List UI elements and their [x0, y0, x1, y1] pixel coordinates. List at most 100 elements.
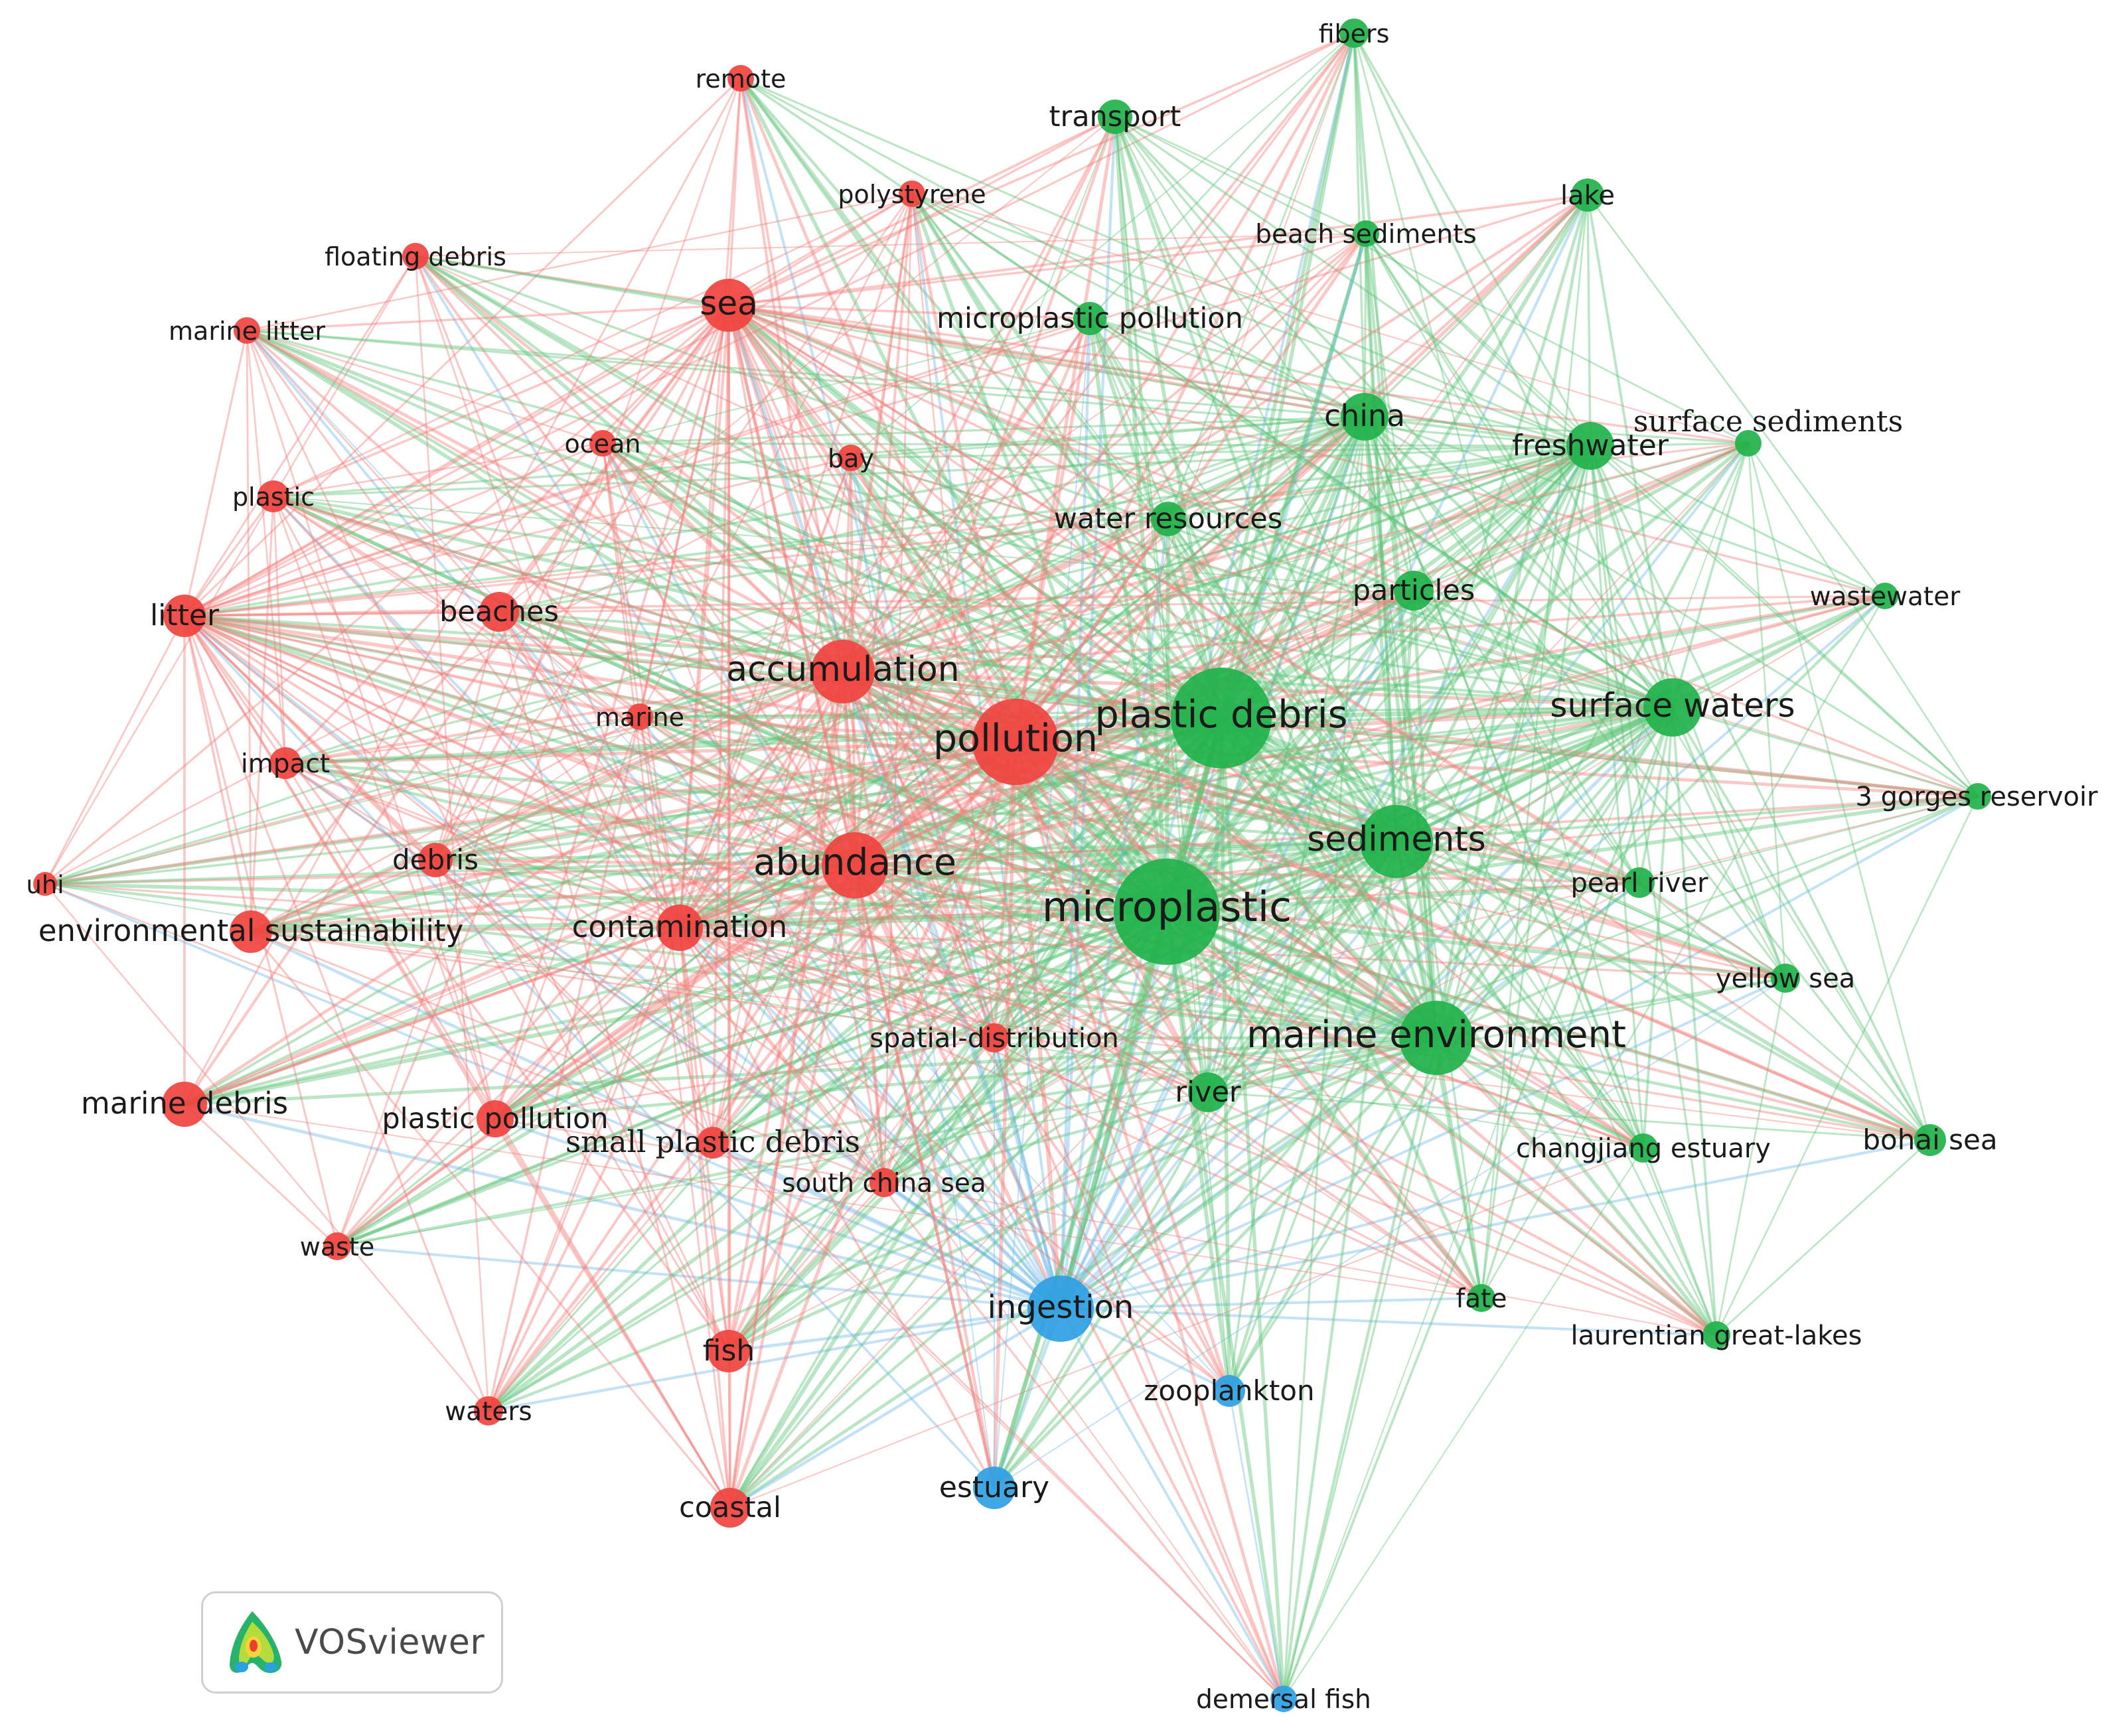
edge-lake-pollution — [1013, 193, 1590, 744]
edge-laurentian_great_lakes-sediments — [1394, 839, 1718, 1337]
node-river[interactable] — [1188, 1072, 1228, 1112]
node-surface_waters[interactable] — [1643, 678, 1702, 737]
edge-plastic_pollution-plastic_debris — [493, 716, 1223, 1121]
node-waters[interactable] — [474, 1396, 503, 1425]
node-debris[interactable] — [418, 843, 453, 877]
edge-lake-litter — [183, 194, 1589, 617]
edge-environmental_sustainability-accumulation — [249, 670, 845, 934]
node-impact[interactable] — [269, 747, 301, 779]
edge-bay-freshwater — [850, 445, 1592, 459]
edge-uhi-china — [44, 415, 1366, 885]
node-demersal_fish[interactable] — [1270, 1686, 1297, 1712]
edge-remote-marine_environment — [739, 76, 1438, 1040]
node-accumulation[interactable] — [811, 640, 875, 703]
edge-polystyrene-marine_environment — [910, 192, 1438, 1040]
node-ocean[interactable] — [589, 430, 616, 457]
node-beach_sediments[interactable] — [1353, 220, 1379, 247]
node-floating_debris[interactable] — [402, 243, 429, 269]
edge-marine-marine_environment — [638, 715, 1438, 1040]
edge-transport-pollution — [1013, 115, 1117, 744]
node-microplastic_pollution[interactable] — [1073, 302, 1106, 335]
node-uhi[interactable] — [33, 872, 57, 896]
node-laurentian_great_lakes[interactable] — [1702, 1321, 1730, 1349]
edge-microplastic_pollution-estuary — [994, 318, 1090, 1488]
edge-floating_debris-contamination — [414, 255, 681, 929]
node-marine_debris[interactable] — [162, 1082, 207, 1127]
edge-bay-pollution — [849, 456, 1017, 744]
node-water_resources[interactable] — [1151, 502, 1185, 536]
node-wastewater[interactable] — [1872, 583, 1898, 609]
node-sediments[interactable] — [1360, 805, 1433, 878]
edge-sea-ingestion — [727, 303, 1063, 1311]
node-changjiang_estuary[interactable] — [1629, 1133, 1658, 1163]
node-marine_litter[interactable] — [234, 317, 260, 344]
node-coastal[interactable] — [710, 1488, 750, 1528]
node-fate[interactable] — [1467, 1284, 1495, 1312]
node-beaches[interactable] — [479, 592, 519, 632]
node-fibers[interactable] — [1339, 19, 1369, 48]
node-microplastic[interactable] — [1114, 859, 1220, 965]
edge-beaches-contamination — [498, 611, 681, 929]
edge-plastic_pollution-freshwater — [494, 445, 1592, 1120]
label-ocean: ocean — [565, 429, 641, 459]
node-abundance[interactable] — [822, 832, 888, 899]
node-particles[interactable] — [1394, 571, 1434, 611]
node-pollution[interactable] — [972, 699, 1059, 785]
node-plastic_pollution[interactable] — [477, 1100, 514, 1137]
node-spatial_distribution[interactable] — [980, 1023, 1009, 1052]
node-polystyrene[interactable] — [899, 181, 925, 207]
node-remote[interactable] — [727, 65, 754, 92]
edge-fate-microplastic — [1165, 910, 1483, 1300]
node-waste[interactable] — [323, 1232, 351, 1260]
label-plastic_pollution: plastic pollution — [382, 1102, 608, 1135]
node-3_gorges_reservoir[interactable] — [1965, 783, 1991, 810]
node-small_plastic_debris[interactable] — [697, 1127, 729, 1159]
node-bohai_sea[interactable] — [1914, 1124, 1946, 1156]
node-transport[interactable] — [1098, 100, 1132, 134]
edge-floating_debris-uhi — [44, 255, 417, 885]
edge-polystyrene-plastic_debris — [910, 192, 1223, 720]
node-plastic[interactable] — [258, 480, 289, 512]
node-pearl_river[interactable] — [1624, 867, 1655, 898]
node-fish[interactable] — [708, 1330, 750, 1372]
edge-transport-sea — [727, 115, 1116, 307]
edge-microplastic-ingestion — [1058, 909, 1169, 1311]
node-south_china_sea[interactable] — [869, 1168, 899, 1197]
node-freshwater[interactable] — [1566, 422, 1614, 470]
node-litter[interactable] — [163, 595, 206, 637]
edge-wastewater-freshwater — [1589, 445, 1886, 597]
edge-spatial_distribution-surface_waters — [993, 706, 1674, 1039]
node-plastic_debris[interactable] — [1171, 668, 1272, 768]
edge-litter-accumulation — [183, 614, 845, 674]
node-ingestion[interactable] — [1027, 1275, 1094, 1342]
edge-beaches-debris — [434, 611, 500, 861]
edge-plastic-china — [272, 415, 1366, 498]
node-marine[interactable] — [627, 703, 653, 730]
node-yellow_sea[interactable] — [1771, 964, 1800, 993]
node-contamination[interactable] — [656, 904, 703, 951]
edge-accumulation-ingestion — [841, 670, 1063, 1311]
node-lake[interactable] — [1571, 179, 1604, 212]
edge-freshwater-marine_environment — [1434, 444, 1592, 1040]
node-china[interactable] — [1341, 393, 1389, 441]
edge-polystyrene-marine_litter — [246, 192, 913, 332]
edge-lake-sediments — [1394, 193, 1590, 843]
node-zooplankton[interactable] — [1213, 1375, 1245, 1407]
node-environmental_sustainability[interactable] — [230, 910, 272, 953]
edge-microplastic_pollution-microplastic — [1088, 317, 1169, 914]
edge-impact-accumulation — [283, 670, 845, 765]
edge-laurentian_great_lakes-ingestion — [1059, 1307, 1718, 1337]
node-marine_environment[interactable] — [1399, 1001, 1473, 1075]
edge-yellow_sea-surface_waters — [1671, 706, 1787, 979]
edge-freshwater-surface_waters — [1588, 444, 1675, 709]
node-estuary[interactable] — [973, 1467, 1015, 1509]
edge-water_resources-pollution — [1013, 517, 1170, 744]
node-surface_sediments[interactable] — [1735, 430, 1762, 457]
edge-remote-surface_waters — [739, 77, 1674, 709]
edge-laurentian_great_lakes-litter — [183, 615, 1718, 1337]
edge-beaches-accumulation — [497, 610, 845, 674]
node-sea[interactable] — [702, 279, 755, 332]
edge-coastal-accumulation — [728, 670, 845, 1510]
edge-fish-surface_waters — [727, 705, 1675, 1353]
node-bay[interactable] — [838, 445, 864, 471]
